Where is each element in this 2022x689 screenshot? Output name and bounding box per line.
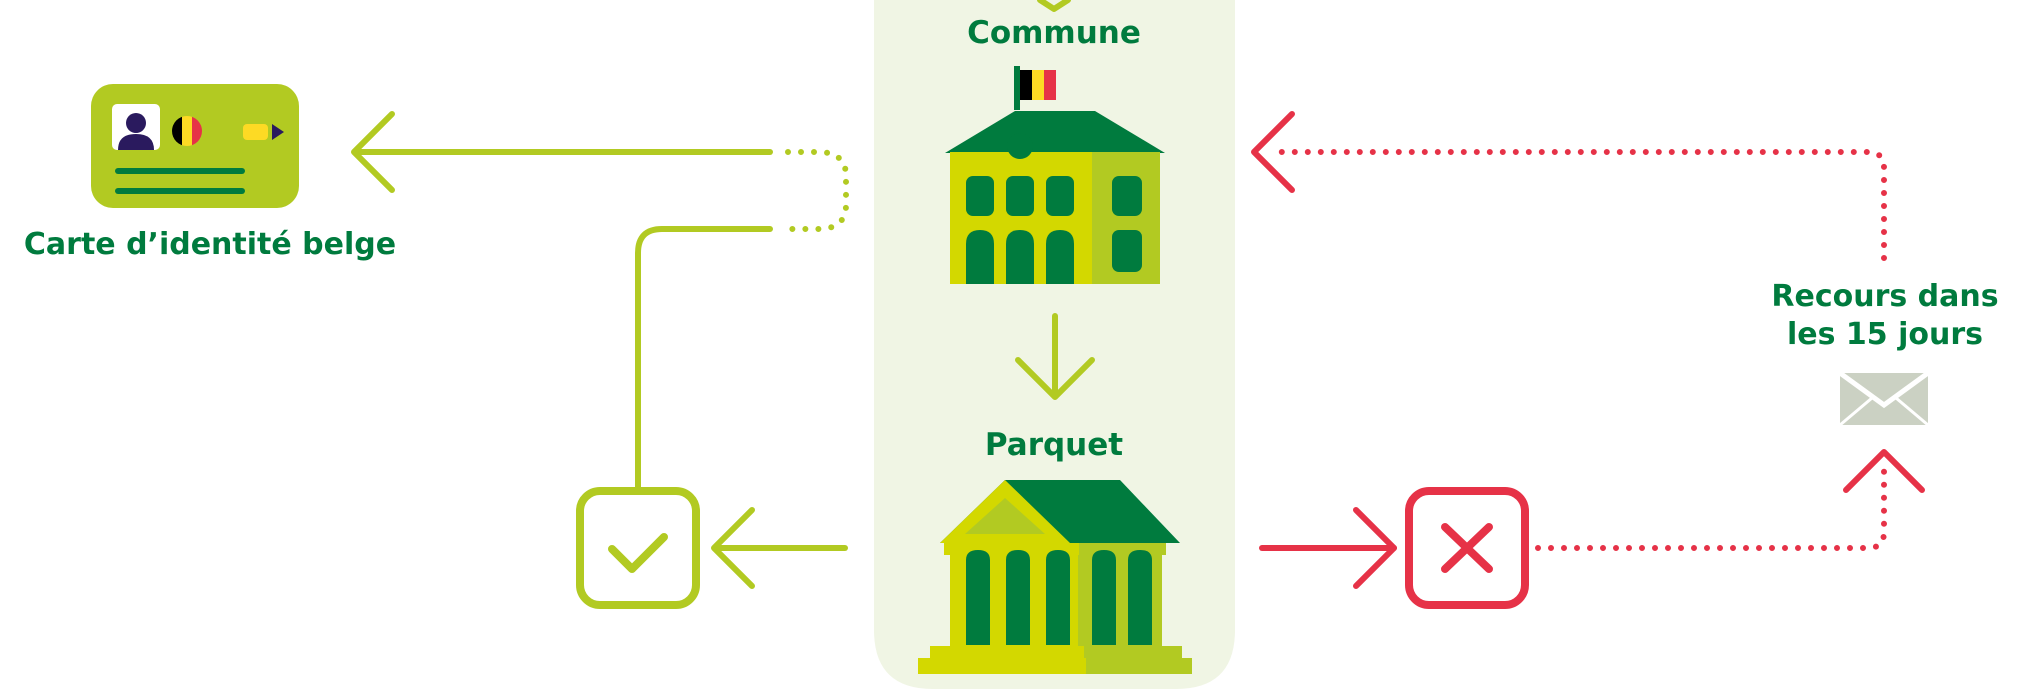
id-card-label: Carte d’identité belge bbox=[23, 227, 397, 262]
appeal-label-line2: les 15 jours bbox=[1786, 317, 1984, 352]
approval-return-line bbox=[635, 226, 773, 495]
appeal-label: Recours dans les 15 jours bbox=[1740, 278, 2022, 354]
appeal-arrowhead-left bbox=[1251, 111, 1295, 193]
courthouse-icon bbox=[918, 480, 1192, 674]
checkmark-box-icon bbox=[576, 487, 700, 609]
cross-box-icon bbox=[1405, 487, 1529, 609]
belgian-id-card-icon bbox=[91, 84, 299, 208]
approved-arrowhead bbox=[711, 507, 755, 589]
issue-card-dotted-link bbox=[785, 149, 849, 232]
rejected-arrowhead bbox=[1353, 507, 1397, 589]
parquet-label: Parquet bbox=[984, 427, 1124, 463]
to-parquet-arrowhead bbox=[1015, 357, 1095, 400]
issue-card-arrowhead bbox=[351, 111, 395, 193]
envelope-icon bbox=[1838, 370, 1930, 427]
appeal-arrowhead-up bbox=[1843, 449, 1925, 493]
appeal-dotted-bottom bbox=[1535, 467, 1887, 551]
town-hall-icon bbox=[945, 66, 1165, 284]
entry-arrow bbox=[1037, 0, 1071, 12]
commune-label: Commune bbox=[967, 15, 1141, 51]
appeal-label-line1: Recours dans bbox=[1771, 279, 1999, 314]
appeal-dotted-top bbox=[1269, 149, 1887, 261]
